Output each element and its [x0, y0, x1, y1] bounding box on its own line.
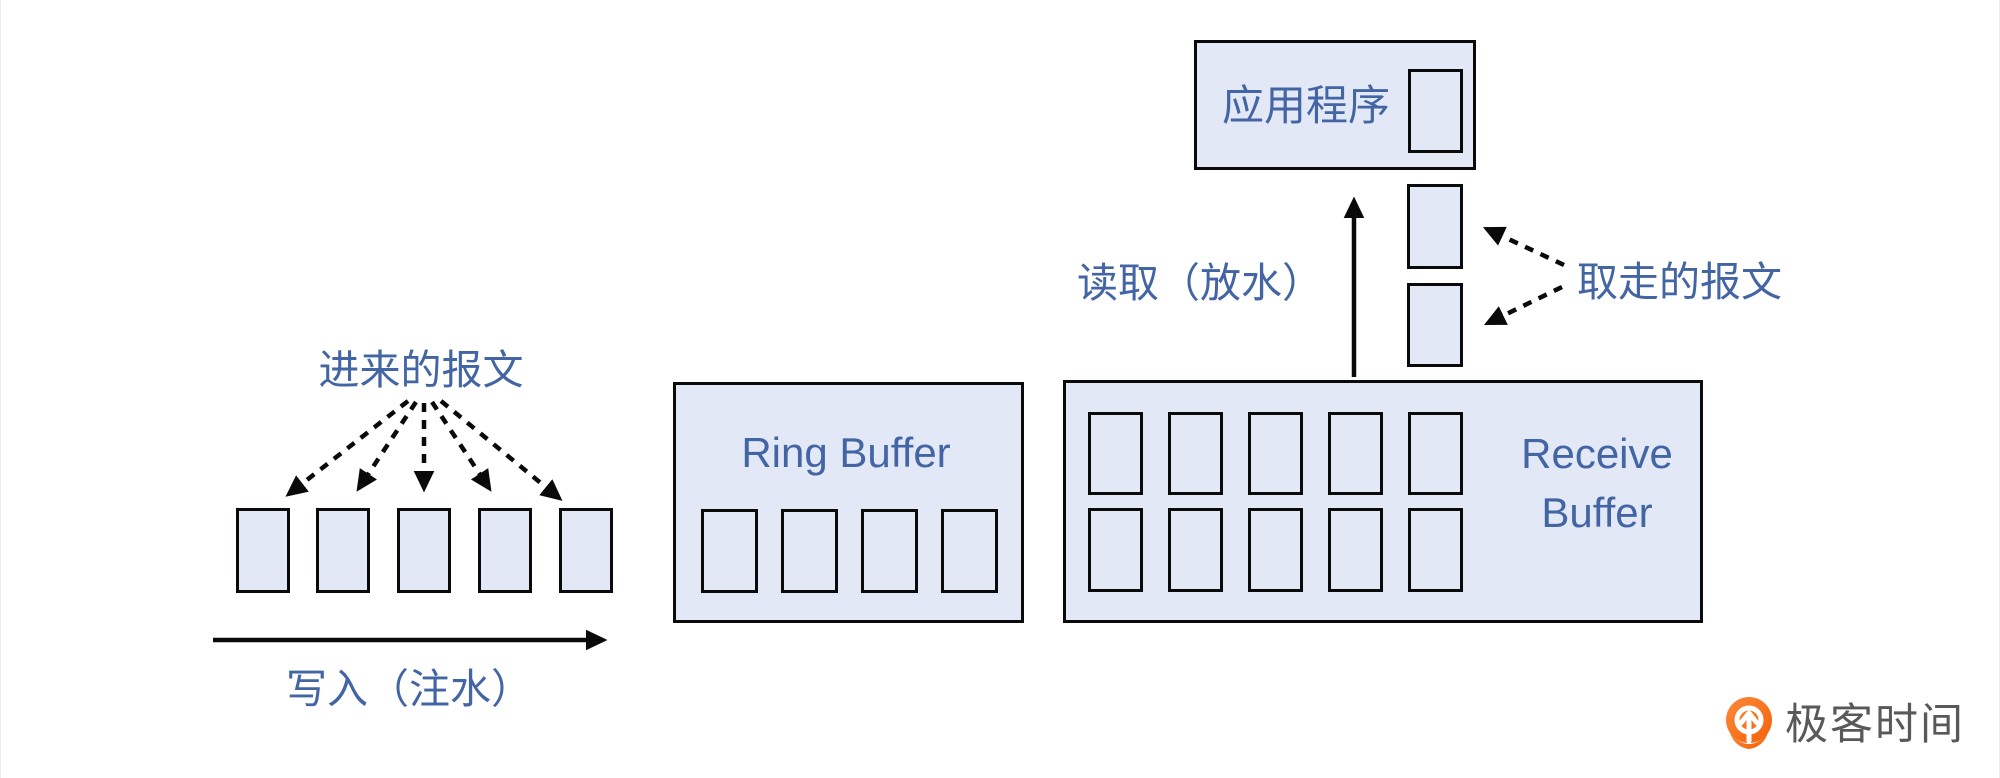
receive-buffer-slot	[1328, 412, 1383, 495]
application-title: 应用程序	[1221, 82, 1390, 129]
incoming-arrow-2	[356, 400, 418, 492]
receive-buffer-slot	[1328, 508, 1383, 592]
incoming-packet-arrows	[285, 399, 563, 501]
receive-buffer-slot	[1408, 508, 1463, 592]
geektime-logo: 极客时间	[1724, 696, 1965, 753]
incoming-packet-slot	[559, 508, 613, 593]
geektime-logo-icon	[1726, 697, 1772, 749]
application-packet-slot	[1408, 69, 1463, 153]
incoming-packet-slot	[397, 508, 451, 593]
receive-buffer-slot	[1088, 508, 1143, 592]
ring-buffer-slot	[861, 509, 918, 593]
ring-buffer-slot	[701, 509, 758, 593]
receive-buffer-title: Receive Buffer	[1521, 430, 1673, 536]
read-label: 读取（放水）	[1077, 260, 1323, 306]
taken-arrow-lower	[1483, 284, 1563, 326]
incoming-packet-slot	[236, 508, 290, 593]
taken-packet-slot	[1407, 184, 1463, 269]
taken-packets-label: 取走的报文	[1577, 259, 1782, 305]
incoming-packet-slot	[316, 508, 370, 593]
incoming-arrow-1	[285, 399, 410, 497]
taken-packet-arrows	[1482, 226, 1565, 326]
write-label: 写入（注水）	[286, 666, 532, 712]
taken-arrow-upper	[1482, 226, 1565, 268]
geektime-logo-text: 极客时间	[1785, 701, 1965, 749]
incoming-arrow-4	[430, 400, 492, 492]
receive-buffer-slot	[1168, 508, 1223, 592]
ring-buffer-title: Ring Buffer	[741, 429, 951, 476]
receive-buffer-slot	[1248, 412, 1303, 495]
receive-buffer-slot	[1168, 412, 1223, 495]
ring-buffer-slot	[781, 509, 838, 593]
incoming-arrow-5	[439, 399, 563, 501]
incoming-packets-label: 进来的报文	[318, 347, 524, 393]
incoming-packet-slot	[478, 508, 532, 593]
receive-buffer-slot	[1088, 412, 1143, 495]
taken-packet-slot	[1407, 283, 1463, 367]
ring-buffer-slot	[941, 509, 998, 593]
receive-buffer-slot	[1248, 508, 1303, 592]
receive-buffer-slot	[1408, 412, 1463, 495]
